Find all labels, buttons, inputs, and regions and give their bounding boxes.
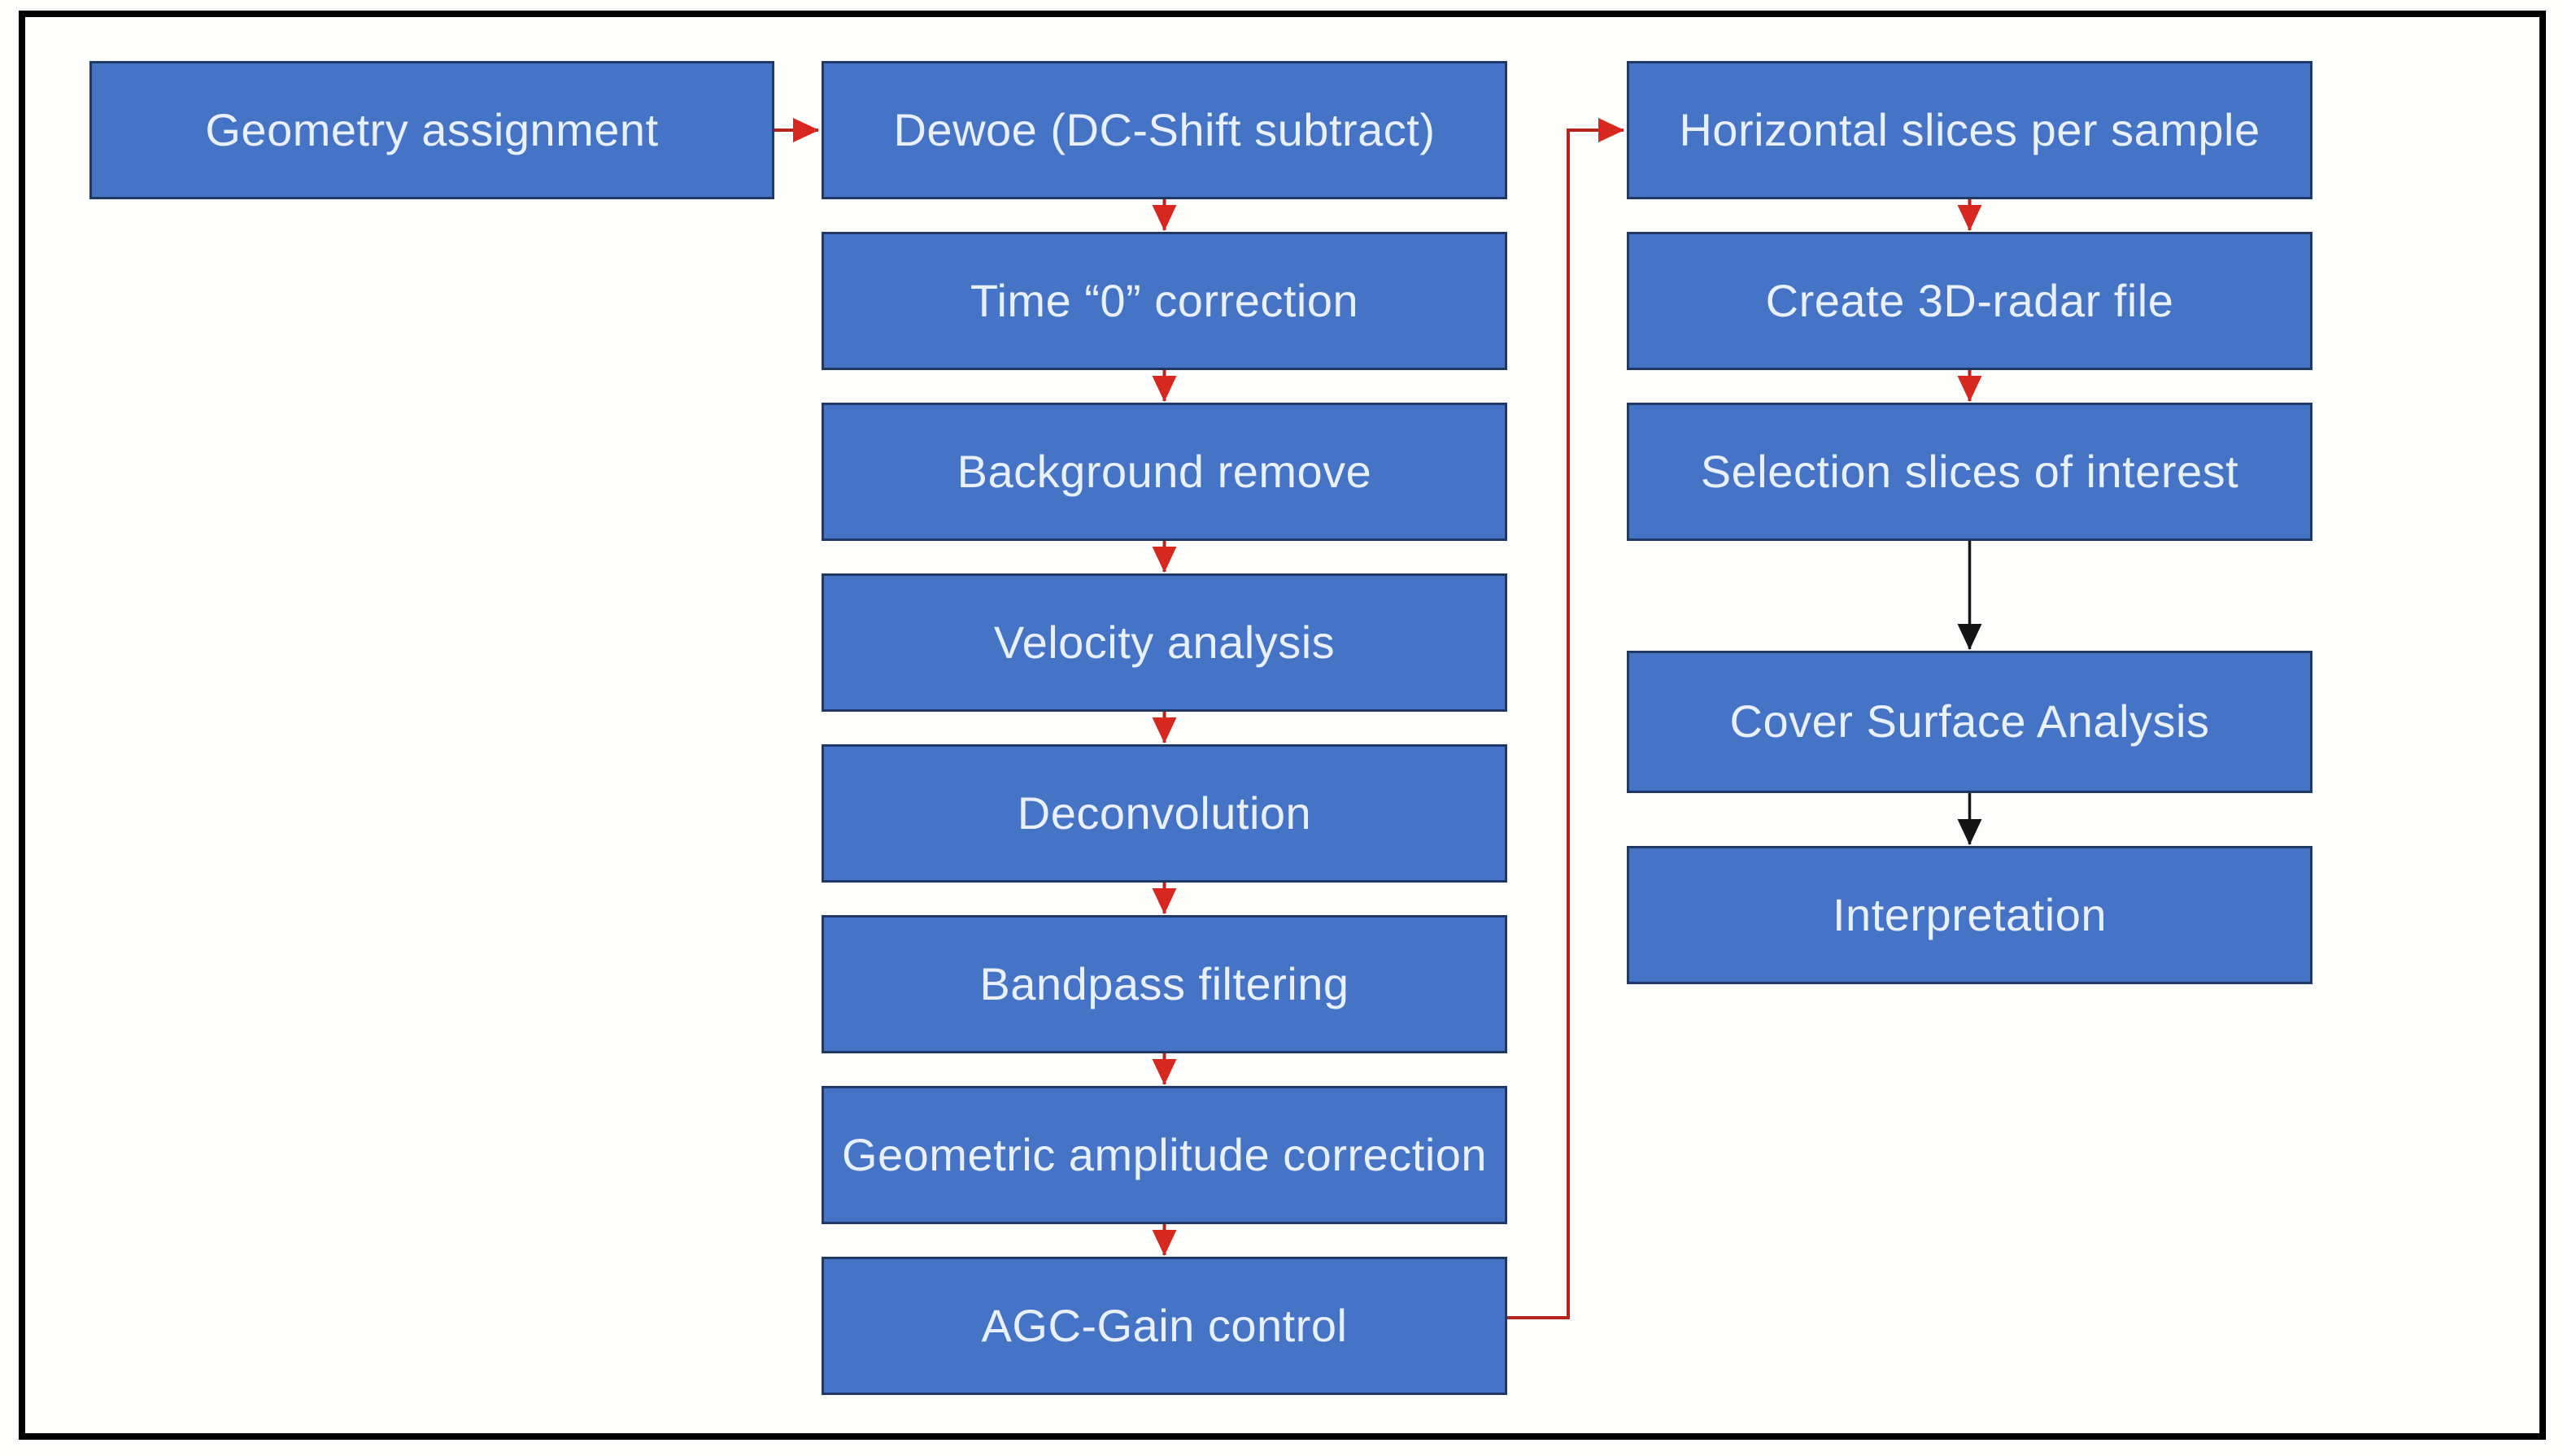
node-horizontal-slices-per-sample: Horizontal slices per sample — [1627, 61, 2312, 199]
node-velocity-analysis: Velocity analysis — [822, 573, 1507, 712]
node-agc-gain-control: AGC-Gain control — [822, 1257, 1507, 1395]
node-label-create-3d-radar-file: Create 3D-radar file — [1765, 274, 2174, 326]
node-label-geometric-amplitude-correction: Geometric amplitude correction — [841, 1128, 1488, 1180]
node-label-dewoe-dc-shift-subtract: Dewoe (DC-Shift subtract) — [893, 103, 1436, 155]
node-label-agc-gain-control: AGC-Gain control — [981, 1299, 1348, 1351]
node-label-horizontal-slices-per-sample: Horizontal slices per sample — [1679, 103, 2260, 155]
node-bandpass-filtering: Bandpass filtering — [822, 915, 1507, 1053]
outer-frame — [19, 11, 2546, 1440]
node-label-geometry-assignment: Geometry assignment — [205, 103, 659, 155]
node-background-remove: Background remove — [822, 403, 1507, 541]
node-selection-slices-of-interest: Selection slices of interest — [1627, 403, 2312, 541]
node-cover-surface-analysis: Cover Surface Analysis — [1627, 651, 2312, 793]
node-label-velocity-analysis: Velocity analysis — [993, 616, 1336, 668]
node-dewoe-dc-shift-subtract: Dewoe (DC-Shift subtract) — [822, 61, 1507, 199]
node-label-time-0-correction: Time “0” correction — [970, 274, 1359, 326]
node-label-background-remove: Background remove — [957, 445, 1372, 497]
node-label-interpretation: Interpretation — [1833, 888, 2107, 940]
arrow-agc-gain-control-to-horizontal-slices-per-sample — [1507, 118, 1624, 1319]
node-interpretation: Interpretation — [1627, 846, 2312, 984]
node-label-bandpass-filtering: Bandpass filtering — [979, 957, 1349, 1009]
node-geometric-amplitude-correction: Geometric amplitude correction — [822, 1086, 1507, 1224]
node-label-cover-surface-analysis: Cover Surface Analysis — [1729, 695, 2210, 748]
node-geometry-assignment: Geometry assignment — [89, 61, 774, 199]
node-create-3d-radar-file: Create 3D-radar file — [1627, 232, 2312, 370]
node-label-deconvolution: Deconvolution — [1017, 787, 1312, 839]
node-deconvolution: Deconvolution — [822, 744, 1507, 883]
node-time-0-correction: Time “0” correction — [822, 232, 1507, 370]
node-label-selection-slices-of-interest: Selection slices of interest — [1700, 445, 2239, 497]
